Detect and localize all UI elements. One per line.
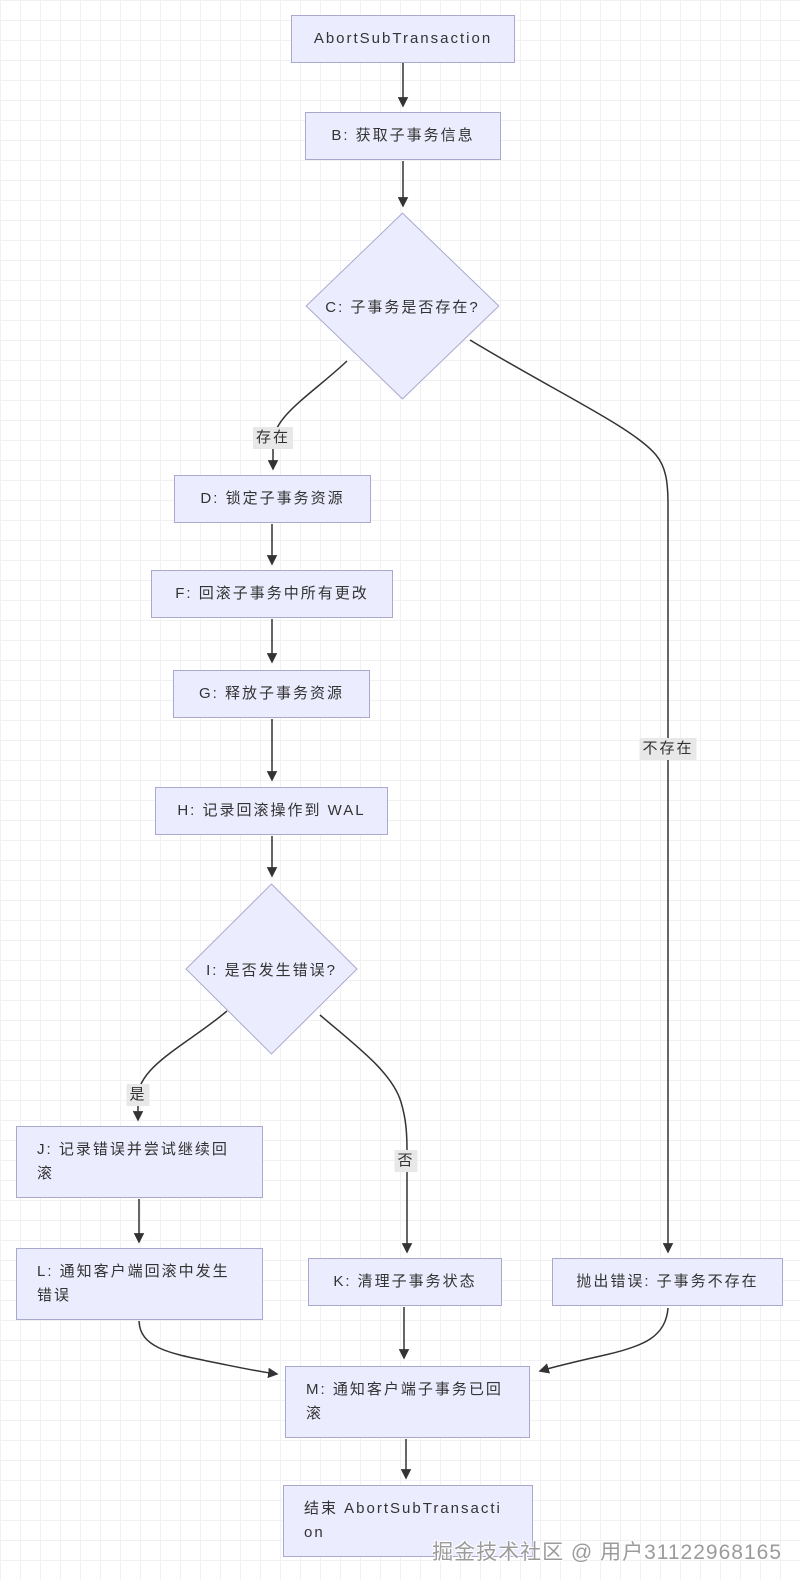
edge-label-not-exists: 不存在: [639, 738, 697, 760]
node-j-log-error-continue: J: 记录错误并尝试继续回滚: [16, 1126, 263, 1198]
diamond-shape: [305, 212, 500, 400]
node-g-release-resources: G: 释放子事务资源: [173, 670, 370, 718]
diamond-shape: [185, 883, 358, 1055]
decision-c-subtransaction-exists: C: 子事务是否存在?: [305, 212, 500, 400]
edge-c-error-notexists: [469, 339, 674, 1254]
node-l-notify-rollback-error: L: 通知客户端回滚中发生错误: [16, 1248, 263, 1320]
node-end-abortsubtransaction: 结束 AbortSubTransaction: [283, 1485, 533, 1557]
node-b-get-subtransaction-info: B: 获取子事务信息: [305, 112, 501, 160]
edge-l-m: [138, 1320, 279, 1379]
edge-label-yes: 是: [126, 1084, 150, 1106]
node-start-abortsubtransaction: AbortSubTransaction: [291, 15, 515, 63]
edge-label-no: 否: [394, 1150, 418, 1172]
node-m-notify-rolled-back: M: 通知客户端子事务已回滚: [285, 1366, 530, 1438]
edge-i-k-no: [319, 1014, 413, 1254]
node-h-log-wal: H: 记录回滚操作到 WAL: [155, 787, 388, 835]
edge-error-m: [538, 1307, 669, 1374]
node-error-throw-not-exists: 抛出错误: 子事务不存在: [552, 1258, 783, 1306]
decision-i-error-occurred: I: 是否发生错误?: [185, 883, 358, 1055]
node-d-lock-resources: D: 锁定子事务资源: [174, 475, 371, 523]
node-k-cleanup-state: K: 清理子事务状态: [308, 1258, 502, 1306]
node-f-rollback-changes: F: 回滚子事务中所有更改: [151, 570, 393, 618]
edge-label-exists: 存在: [252, 427, 294, 449]
watermark: 掘金技术社区 @ 用户31122968165: [432, 1541, 782, 1564]
